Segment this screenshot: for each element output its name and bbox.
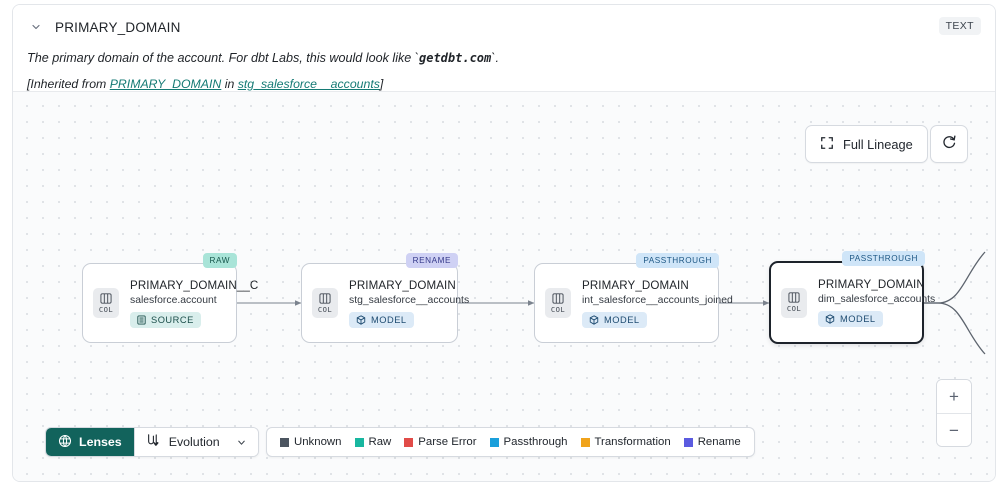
legend-item: Unknown xyxy=(280,436,342,448)
legend-label: Passthrough xyxy=(503,436,568,448)
col-chip-label: COL xyxy=(550,304,566,314)
legend-swatch xyxy=(489,437,499,447)
node-lens-tag: PASSTHROUGH xyxy=(842,251,925,266)
legend-item: Transformation xyxy=(580,436,671,448)
node-table-name: dim_salesforce_accounts xyxy=(818,294,936,305)
legend-label: Raw xyxy=(368,436,392,448)
col-chip-label: COL xyxy=(98,304,114,314)
node-type-label: MODEL xyxy=(371,314,407,325)
column-detail-card: PRIMARY_DOMAIN TEXT The primary domain o… xyxy=(12,4,996,482)
lineage-node[interactable]: PASSTHROUGH COL PRIMARY_DOMAIN int_sales… xyxy=(534,253,733,343)
evolution-label: Evolution xyxy=(168,435,220,449)
column-header: PRIMARY_DOMAIN TEXT The primary domain o… xyxy=(13,5,995,91)
cube-icon xyxy=(825,314,835,324)
lineage-node-selected[interactable]: PASSTHROUGH COL PRIMARY_DOMAIN dim_sales… xyxy=(769,251,935,344)
node-type-chip: MODEL xyxy=(818,311,883,327)
node-column-name: PRIMARY_DOMAIN xyxy=(818,278,925,291)
columns-icon: COL xyxy=(545,288,571,318)
lens-legend: Unknown Raw Parse Error Passthrough Tran… xyxy=(266,427,755,457)
inherited-column-link[interactable]: PRIMARY_DOMAIN xyxy=(109,77,222,91)
type-badge: TEXT xyxy=(938,17,981,35)
legend-swatch xyxy=(404,437,414,447)
lineage-node[interactable]: RENAME COL PRIMARY_DOMAIN stg_salesforce… xyxy=(301,253,469,343)
description-code: getdbt.com xyxy=(419,51,492,65)
inherited-note: [Inherited from PRIMARY_DOMAIN in stg_sa… xyxy=(27,76,981,93)
legend-item: Rename xyxy=(683,436,741,448)
inherited-model-link[interactable]: stg_salesforce__accounts xyxy=(237,77,380,91)
cube-icon xyxy=(589,314,599,325)
legend-swatch xyxy=(580,437,590,447)
node-table-name: int_salesforce__accounts_joined xyxy=(582,294,733,306)
expand-corners-icon xyxy=(820,136,834,153)
column-description: The primary domain of the account. For d… xyxy=(27,50,981,67)
node-table-name: salesforce.account xyxy=(130,294,217,306)
database-icon xyxy=(137,314,146,325)
node-body: PRIMARY_DOMAIN stg_salesforce__accounts … xyxy=(349,279,469,328)
node-type-label: SOURCE xyxy=(151,314,194,325)
node-body: PRIMARY_DOMAIN__C salesforce.account SOU… xyxy=(130,279,258,328)
legend-label: Unknown xyxy=(294,436,342,448)
full-lineage-label: Full Lineage xyxy=(843,136,913,152)
lenses-button[interactable]: Lenses xyxy=(46,428,134,456)
legend-swatch xyxy=(354,437,364,447)
evolution-path-icon xyxy=(146,433,161,451)
inherited-mid: in xyxy=(221,77,238,91)
legend-item: Parse Error xyxy=(404,436,477,448)
columns-icon: COL xyxy=(93,288,119,318)
legend-item: Raw xyxy=(354,436,392,448)
inherited-suffix: ] xyxy=(379,77,384,91)
description-text-post: `. xyxy=(491,51,499,65)
columns-icon: COL xyxy=(312,288,338,318)
legend-label: Rename xyxy=(697,436,741,448)
legend-label: Transformation xyxy=(594,436,671,448)
node-body: PRIMARY_DOMAIN int_salesforce__accounts_… xyxy=(582,279,733,328)
node-lens-tag: RENAME xyxy=(405,253,458,268)
legend-swatch xyxy=(280,437,289,447)
lenses-label: Lenses xyxy=(79,435,122,449)
lineage-canvas[interactable]: RAW COL PRIMARY_DOMAIN__C salesforce.acc… xyxy=(13,91,995,481)
page-title: PRIMARY_DOMAIN xyxy=(55,19,181,35)
node-column-name: PRIMARY_DOMAIN xyxy=(349,278,456,292)
lens-aperture-icon xyxy=(58,434,72,451)
lineage-node[interactable]: RAW COL PRIMARY_DOMAIN__C salesforce.acc… xyxy=(82,253,258,343)
full-lineage-button[interactable]: Full Lineage xyxy=(805,125,928,163)
node-type-label: MODEL xyxy=(840,314,876,324)
zoom-in-button[interactable]: + xyxy=(937,380,971,413)
inherited-prefix: [Inherited from xyxy=(27,77,110,91)
node-table-name: stg_salesforce__accounts xyxy=(349,294,470,306)
zoom-controls: + − xyxy=(936,379,972,447)
col-chip-label: COL xyxy=(317,304,333,314)
description-text-pre: The primary domain of the account. For d… xyxy=(27,51,419,65)
node-type-label: MODEL xyxy=(604,314,640,325)
node-type-chip: MODEL xyxy=(349,311,414,328)
node-body: PRIMARY_DOMAIN dim_salesforce_accounts M… xyxy=(818,278,935,327)
node-lens-tag: RAW xyxy=(202,253,237,268)
chevron-down-icon xyxy=(236,437,247,448)
node-lens-tag: PASSTHROUGH xyxy=(636,253,719,268)
cube-icon xyxy=(356,314,366,325)
zoom-out-button[interactable]: − xyxy=(937,413,971,446)
node-type-chip: SOURCE xyxy=(130,311,201,328)
refresh-button[interactable] xyxy=(930,125,968,163)
refresh-icon xyxy=(941,134,957,155)
node-column-name: PRIMARY_DOMAIN__C xyxy=(130,278,259,292)
node-column-name: PRIMARY_DOMAIN xyxy=(582,278,689,292)
columns-icon: COL xyxy=(781,287,807,318)
title-row: PRIMARY_DOMAIN xyxy=(27,15,981,39)
legend-label: Parse Error xyxy=(418,436,477,448)
node-type-chip: MODEL xyxy=(582,311,647,328)
legend-swatch xyxy=(683,437,693,447)
col-chip-label: COL xyxy=(786,304,802,313)
legend-item: Passthrough xyxy=(489,436,568,448)
evolution-dropdown[interactable]: Evolution xyxy=(133,428,258,456)
chevron-down-icon[interactable] xyxy=(27,18,45,36)
lenses-toolbar: Lenses Evolution xyxy=(45,427,259,457)
